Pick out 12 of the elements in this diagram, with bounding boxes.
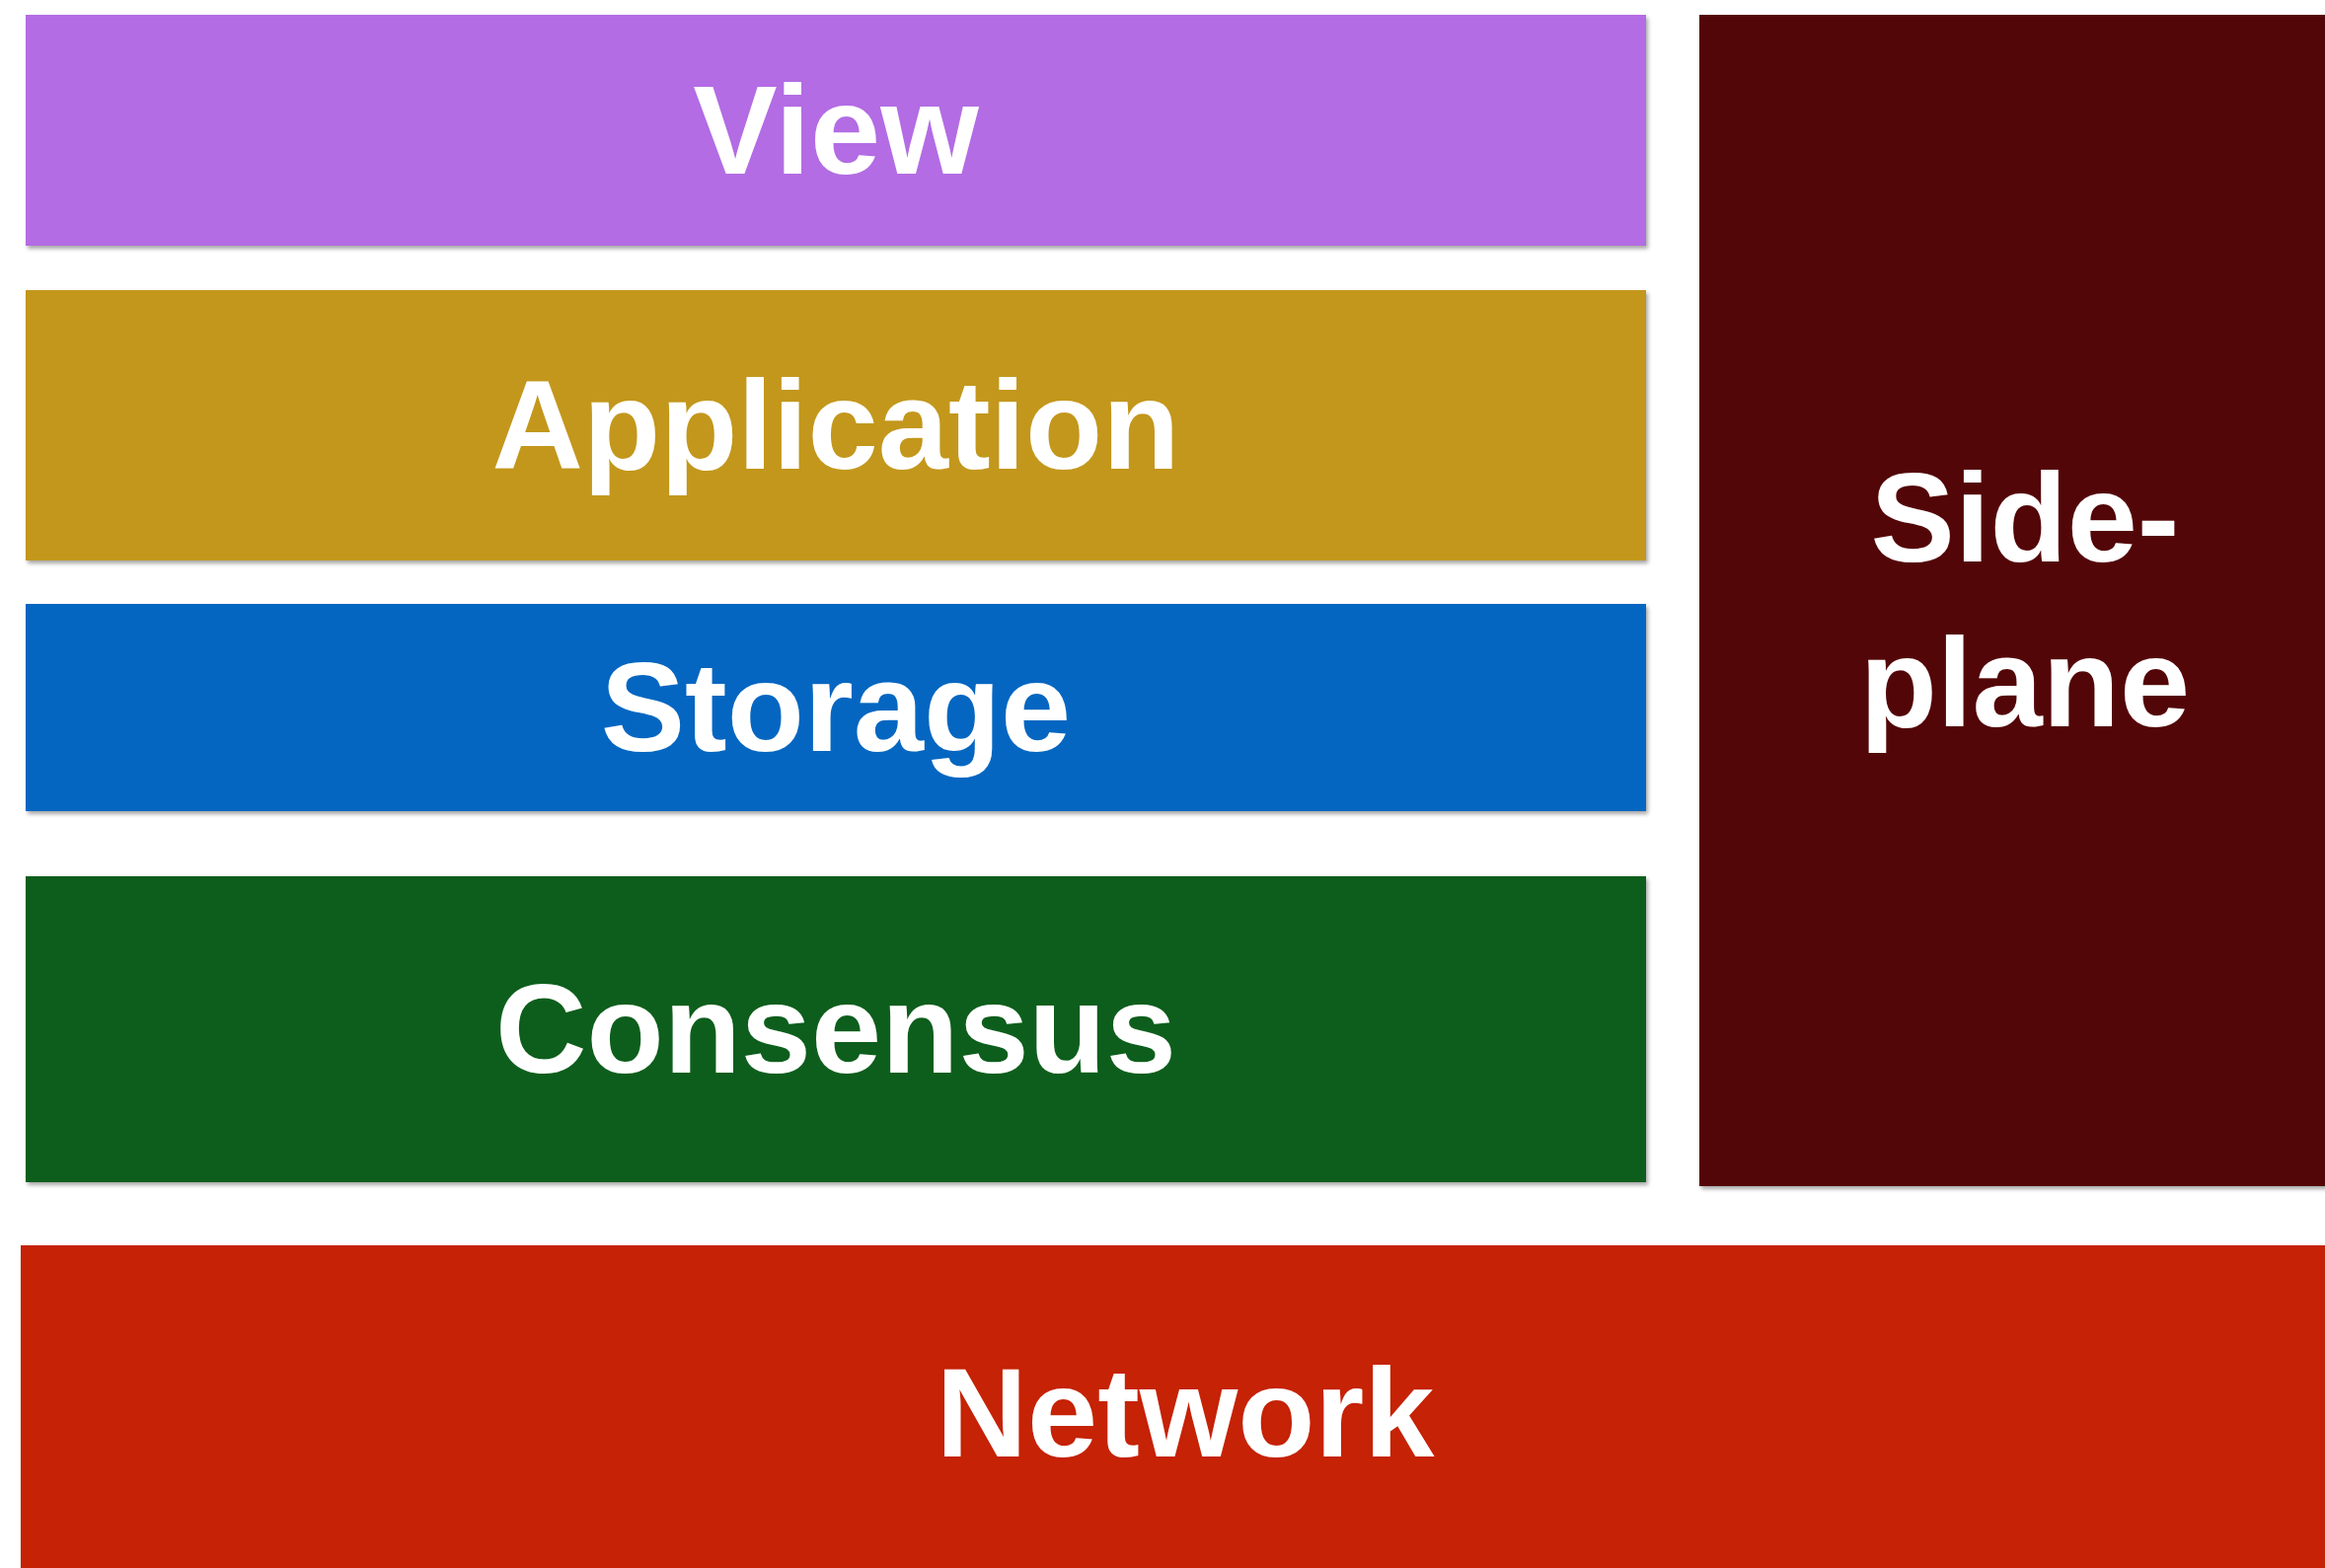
layer-label: Storage: [600, 635, 1072, 780]
layer-label: View: [693, 57, 979, 202]
network-layer: [21, 1245, 2325, 1568]
layer-label: Side- plane: [1858, 446, 2192, 755]
side-plane-layer: [1699, 15, 2325, 1186]
application-layer: [26, 290, 1646, 560]
storage-layer: [26, 604, 1646, 811]
layer-label: Network: [936, 1340, 1435, 1485]
layer-label: Consensus: [495, 956, 1176, 1101]
layer-label: Application: [491, 352, 1180, 497]
consensus-layer: [26, 876, 1646, 1182]
view-layer: [26, 15, 1646, 246]
